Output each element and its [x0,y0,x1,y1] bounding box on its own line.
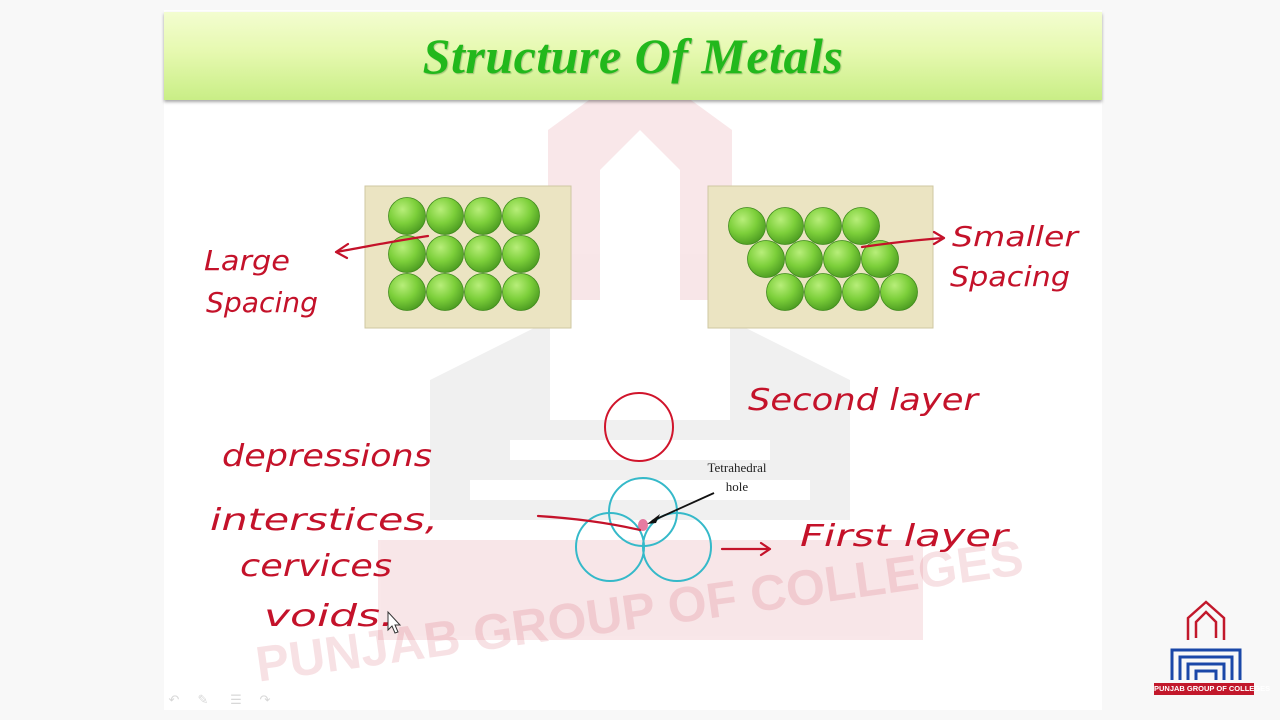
sphere [426,197,464,235]
large-spacing-line2: Spacing [206,286,318,319]
sphere [426,235,464,273]
first-layer-spheres [575,477,712,582]
interstices-note: interstices, [210,503,438,538]
depressions-note: depressions [222,439,432,474]
sphere [502,273,540,311]
first-layer-note: First layer [800,519,1010,554]
first-layer-sphere-right [642,512,712,582]
sphere [464,273,502,311]
smaller-spacing-arrow [860,230,946,249]
watermark-logo [378,92,923,640]
sphere [464,197,502,235]
first-layer-arrow [720,541,772,557]
sphere [464,235,502,273]
square-packing-spheres [388,197,540,311]
second-layer-note: Second layer [748,383,980,418]
tetrahedral-arrow [651,492,715,522]
next-slide-icon[interactable]: ↷ [259,693,271,708]
voids-note: voids. [264,599,394,634]
second-layer-sphere [604,392,674,462]
tetrahedral-label-line1: Tetrahedral [708,460,767,475]
logo-caption: PUNJAB GROUP OF COLLEGES [1154,683,1271,695]
cervices-note: cervices [240,549,392,584]
previous-slide-icon[interactable]: ↶ [168,693,180,708]
sphere [766,207,804,245]
sphere [842,207,880,245]
tetrahedral-hole-marker [638,519,648,531]
sphere [502,235,540,273]
sphere [804,273,842,311]
sphere [728,207,766,245]
hole-pointer-stroke [536,514,642,532]
pen-icon[interactable]: ✎ [197,693,209,708]
sphere [388,235,426,273]
sphere [842,273,880,311]
tetrahedral-arrow-head [647,514,660,524]
large-spacing-arrow [334,234,430,260]
sphere [502,197,540,235]
slide-title: Structure Of Metals [422,28,844,84]
mouse-cursor-icon [387,610,402,634]
sphere [747,240,785,278]
hexagonal-packing-spheres [728,207,918,311]
title-bar: Structure Of Metals [164,12,1102,100]
sphere [766,273,804,311]
smaller-spacing-line1: Smaller [952,220,1080,253]
sphere [785,240,823,278]
sphere [388,197,426,235]
slide-background [164,10,1102,710]
sphere [804,207,842,245]
smaller-spacing-line2: Spacing [950,260,1070,293]
sphere [861,240,899,278]
sphere [823,240,861,278]
sphere [426,273,464,311]
tetrahedral-label-line2: hole [726,479,749,494]
sphere [880,273,918,311]
college-logo [1170,600,1242,680]
large-spacing-line1: Large [204,244,290,277]
menu-icon[interactable]: ☰ [230,693,242,708]
sphere [388,273,426,311]
